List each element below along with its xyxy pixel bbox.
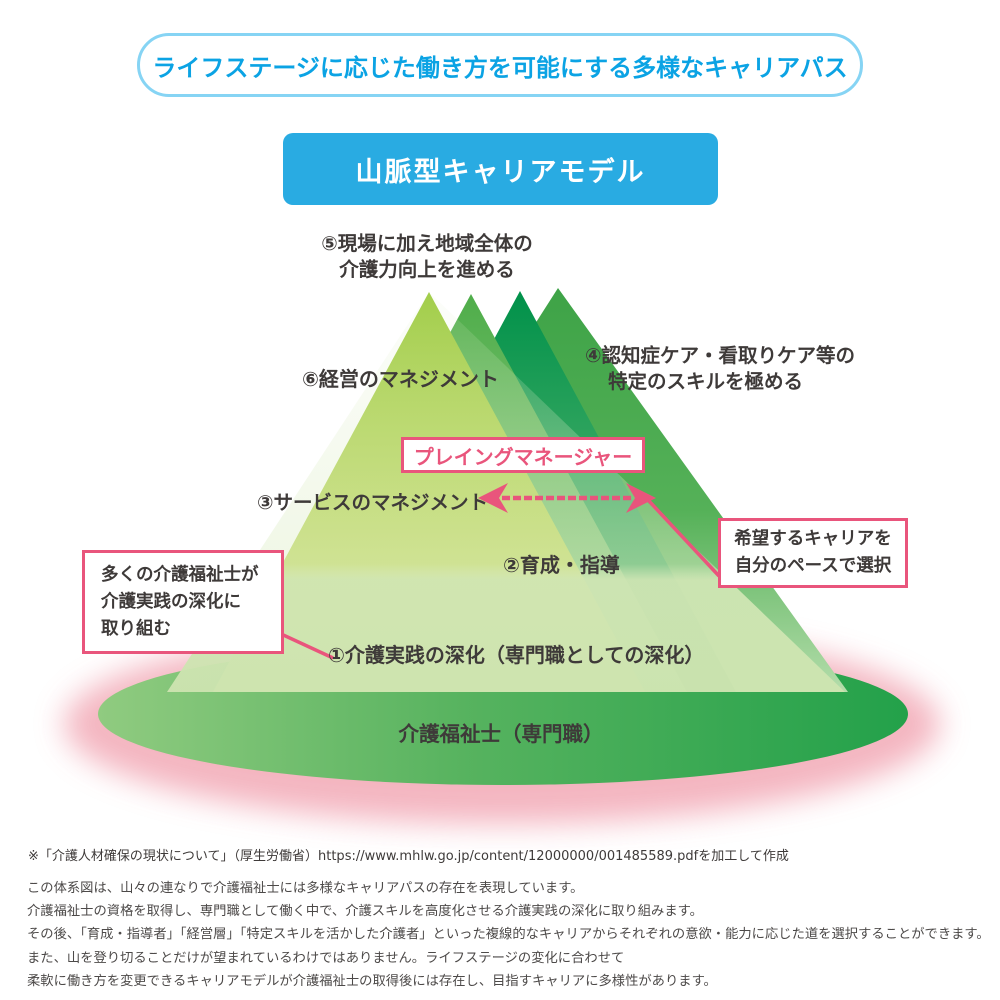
mountain-haze-overlay [167,292,845,692]
label-stage5-line1: ⑤現場に加え地域全体の [321,232,533,255]
playing-manager-label: プレイングマネージャー [413,444,633,469]
banner-title: ライフステージに応じた働き方を可能にする多様なキャリアパス [152,53,848,82]
label-stage4: ④認知症ケア・看取りケア等の 特定のスキルを極める [585,343,855,395]
model-title-box: 山脈型キャリアモデル [283,133,718,205]
label-stage4-line1: ④認知症ケア・看取りケア等の [585,344,856,367]
label-stage4-line2: 特定のスキルを極める [608,370,804,393]
label-stage5-line2: 介護力向上を進める [339,258,515,281]
description-line3: その後、「育成・指導者」「経営層」「特定スキルを活かした介護者」といった複線的な… [27,927,990,943]
callout-right-line1: 希望するキャリアを [734,529,892,549]
label-stage5: ⑤現場に加え地域全体の 介護力向上を進める [227,231,627,283]
label-stage6: ⑥経営のマネジメント [302,367,499,391]
callout-left-line1: 多くの介護福祉士が [101,565,259,585]
description-line5: 柔軟に働き方を変更できるキャリアモデルが介護福祉士の取得後には存在し、目指すキャ… [27,973,717,989]
label-stage1: ①介護実践の深化（専門職としての深化） [328,643,705,667]
label-stage3: ③サービスのマネジメント [257,491,489,514]
callout-right-line2: 自分のペースで選択 [734,556,892,576]
description-paragraph: この体系図は、山々の連なりで介護福祉士には多様なキャリアパスの存在を表現していま… [27,877,990,993]
label-base: 介護福祉士（専門職） [398,722,604,746]
callout-right: 希望するキャリアを 自分のペースで選択 [718,518,908,588]
callout-left: 多くの介護福祉士が 介護実践の深化に 取り組む [82,550,284,654]
description-line1: この体系図は、山々の連なりで介護福祉士には多様なキャリアパスの存在を表現していま… [27,881,584,896]
description-line2: 介護福祉士の資格を取得し、専門職として働く中で、介護スキルを高度化させる介護実践… [27,904,703,920]
model-title: 山脈型キャリアモデル [355,156,646,188]
label-stage2: ②育成・指導 [503,553,620,577]
description-line4: また、山を登り切ることだけが望まれているわけではありません。ライフステージの変化… [27,950,625,966]
source-citation: ※「介護人材確保の現状について」（厚生労働省）https://www.mhlw.… [28,849,789,864]
callout-left-line2: 介護実践の深化に [101,592,241,612]
connector-right-callout [647,499,721,578]
career-double-arrow [478,483,656,513]
banner-pill: ライフステージに応じた働き方を可能にする多様なキャリアパス [137,33,863,97]
playing-manager-box: プレイングマネージャー [401,437,645,473]
callout-left-line3: 取り組む [101,619,171,639]
